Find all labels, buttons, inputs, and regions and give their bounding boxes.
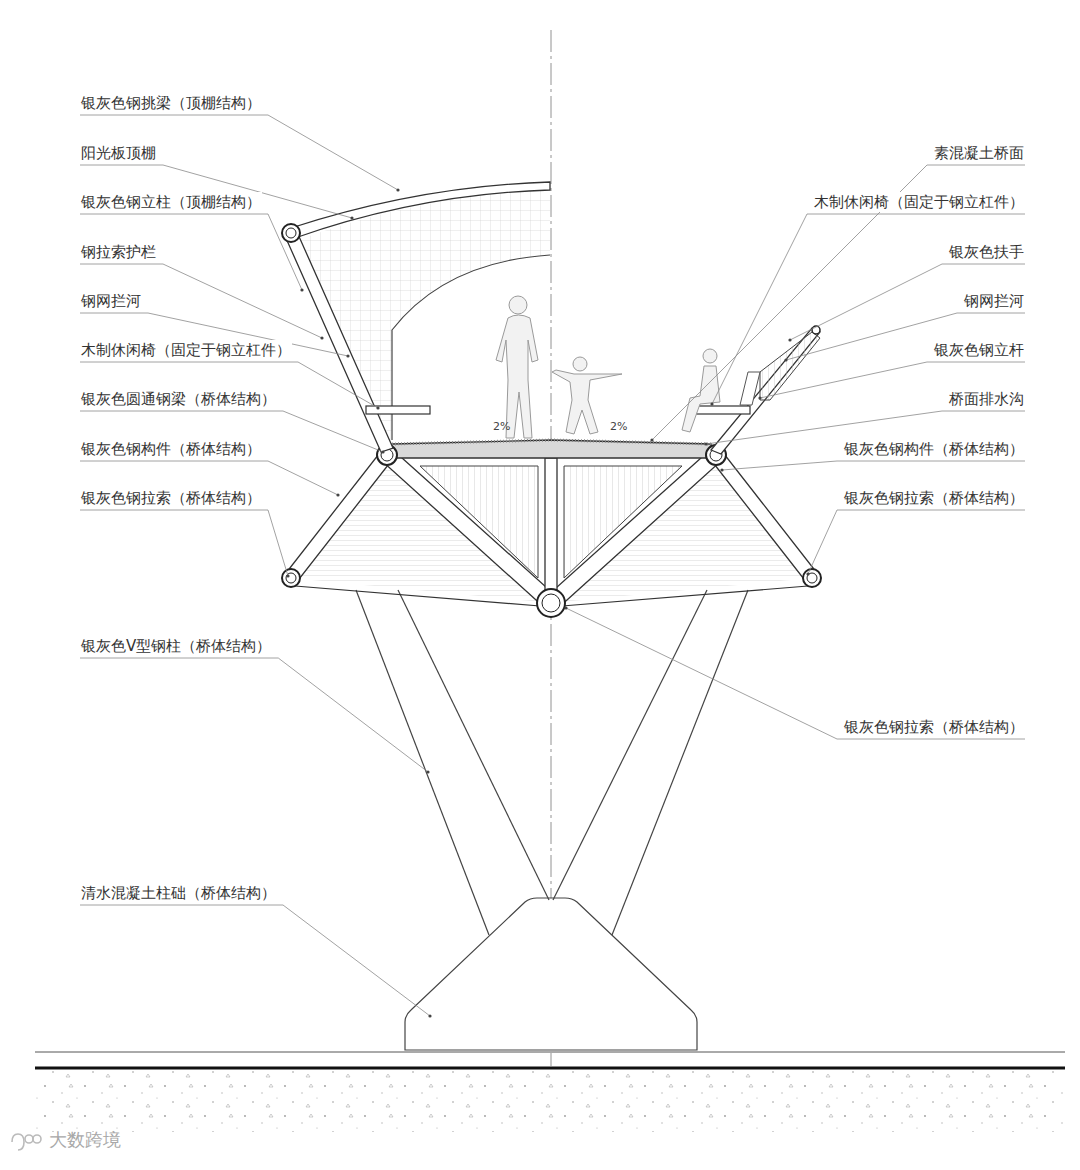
callout-label: 银灰色钢拉索（桥体结构）	[843, 717, 1025, 737]
leader-dot	[320, 336, 323, 339]
watermark: 大数跨境	[48, 1129, 122, 1151]
leader-dot	[758, 396, 761, 399]
leader-line	[80, 115, 398, 190]
leader-line	[80, 214, 302, 290]
leader-dot	[650, 438, 653, 441]
callout-label: 木制休闲椅（固定于钢立杠件）	[80, 340, 292, 360]
leader-dot	[396, 188, 399, 191]
callout-label: 银灰色钢构件（桥体结构）	[843, 439, 1025, 459]
leader-dot	[336, 493, 339, 496]
callout-label: 银灰色V型钢柱（桥体结构）	[80, 636, 272, 656]
callout-label: 银灰色钢立柱（顶棚结构）	[80, 192, 262, 212]
leader-dot	[381, 450, 384, 453]
callout-label: 银灰色钢构件（桥体结构）	[80, 439, 262, 459]
callout-label: 素混凝土桥面	[933, 143, 1025, 163]
callout-label: 银灰色钢立杆	[933, 340, 1025, 360]
leader-line	[80, 362, 378, 408]
slope-label: 2%	[492, 420, 511, 434]
leader-dot	[710, 402, 713, 405]
leader-line	[786, 313, 1025, 360]
leader-dot	[428, 1014, 431, 1017]
leader-line	[80, 658, 428, 772]
leader-line	[652, 165, 1025, 440]
leader-dot	[346, 354, 349, 357]
leader-line	[80, 905, 430, 1016]
leader-dot	[806, 572, 809, 575]
leader-line	[80, 510, 288, 576]
leader-dot	[788, 338, 791, 341]
callout-label: 钢网拦河	[80, 291, 142, 311]
callout-label: 钢网拦河	[963, 291, 1025, 311]
leader-dot	[300, 288, 303, 291]
callout-label: 银灰色圆通钢梁（桥体结构）	[80, 389, 277, 409]
callout-label: 木制休闲椅（固定于钢立杠件）	[813, 192, 1025, 212]
callout-label: 银灰色钢挑梁（顶棚结构）	[80, 93, 262, 113]
leader-line	[790, 264, 1025, 340]
leader-dot	[784, 358, 787, 361]
leader-dot	[286, 574, 289, 577]
leader-dot	[376, 406, 379, 409]
leader-dot	[564, 606, 567, 609]
leader-line	[722, 461, 1025, 470]
callout-label: 银灰色钢拉索（桥体结构）	[843, 488, 1025, 508]
callout-label: 银灰色扶手	[948, 242, 1025, 262]
leader-line	[80, 264, 322, 338]
leader-line	[80, 165, 352, 218]
slope-label: 2%	[609, 420, 628, 434]
leader-line	[712, 214, 1025, 404]
leader-line	[566, 608, 1025, 739]
callout-label: 桥面排水沟	[948, 389, 1025, 409]
callout-label: 钢拉索护栏	[80, 242, 157, 262]
callout-label: 阳光板顶棚	[80, 143, 157, 163]
leader-line	[808, 510, 1025, 574]
leader-dot	[426, 770, 429, 773]
leader-dot	[704, 442, 707, 445]
callout-label: 清水混凝土柱础（桥体结构）	[80, 883, 277, 903]
leader-dot	[720, 468, 723, 471]
leader-dot	[350, 216, 353, 219]
callout-label: 银灰色钢拉索（桥体结构）	[80, 488, 262, 508]
